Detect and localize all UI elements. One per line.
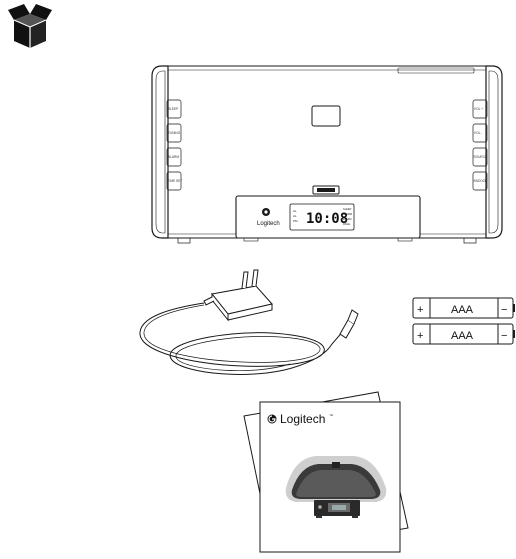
lcd-indicator-right-1: SLEEP bbox=[343, 207, 352, 211]
battery-1-minus: − bbox=[501, 304, 507, 316]
lcd-indicator-left-3: PM bbox=[293, 219, 298, 223]
button-label-time-set: TIME SET bbox=[168, 179, 183, 183]
lcd-indicator-left-2: AL bbox=[293, 214, 297, 218]
button-label-vol-up: VOL + bbox=[474, 107, 483, 111]
button-label-alarm: ALARM bbox=[168, 155, 179, 159]
button-label-sleep: SLEEP bbox=[168, 107, 178, 111]
speaker-dock: SLEEP TUNING ALARM TIME SET VOL + VOL - … bbox=[148, 62, 506, 247]
lcd-indicator-left-1: AL bbox=[293, 209, 297, 213]
manual-brand: Logitech bbox=[280, 412, 325, 426]
open-box-icon bbox=[6, 2, 54, 50]
button-label-source: SOURCE bbox=[474, 155, 488, 159]
user-manual: Logitech ™ bbox=[236, 386, 416, 558]
right-button-column bbox=[472, 99, 488, 191]
battery-1: + AAA − bbox=[412, 295, 516, 321]
battery-2: + AAA − bbox=[412, 321, 516, 347]
battery-1-label: AAA bbox=[451, 304, 474, 316]
manual-trademark: ™ bbox=[329, 413, 333, 418]
speaker-logo-text: Logitech bbox=[257, 221, 280, 227]
button-label-tuning: TUNING bbox=[168, 131, 181, 135]
battery-1-plus: + bbox=[417, 304, 423, 316]
left-button-column bbox=[166, 99, 182, 191]
lcd-indicator-right-2: ALARM bbox=[343, 212, 352, 216]
battery-2-label: AAA bbox=[451, 330, 474, 342]
button-label-snooze: SNOOZE bbox=[474, 179, 487, 183]
logitech-logo-icon bbox=[267, 414, 277, 424]
battery-2-plus: + bbox=[417, 330, 423, 342]
clock-display-time: 10:08 bbox=[306, 211, 348, 227]
lcd-indicator-right-3: FM/AM bbox=[343, 217, 351, 221]
battery-2-minus: − bbox=[501, 330, 507, 342]
button-label-vol-down: VOL - bbox=[474, 131, 482, 135]
logitech-dock-logo-icon bbox=[262, 208, 270, 216]
product-photo bbox=[285, 456, 387, 518]
lcd-indicator-right-4: PAGE bbox=[343, 222, 350, 226]
power-adapter-icon bbox=[132, 264, 360, 394]
